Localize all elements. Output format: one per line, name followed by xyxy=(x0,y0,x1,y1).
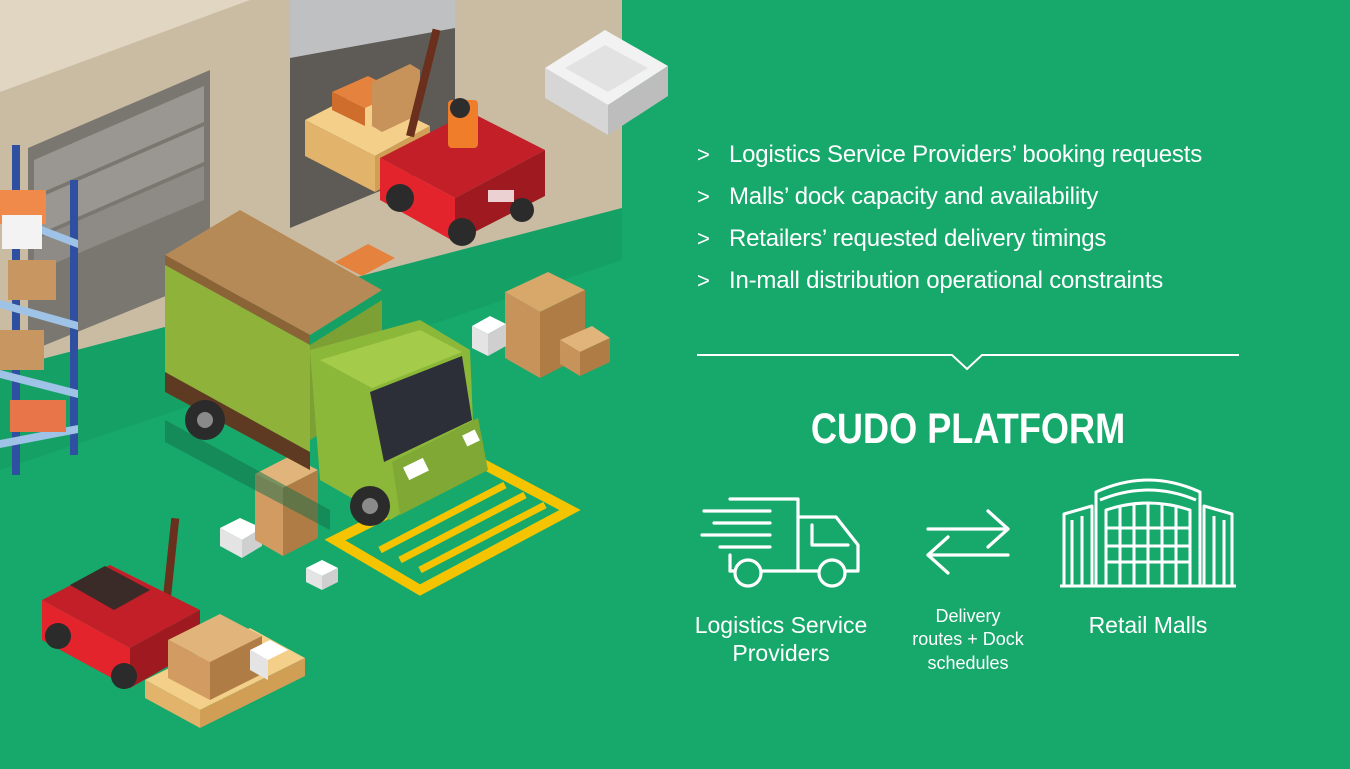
list-item-text: Retailers’ requested delivery timings xyxy=(729,225,1107,252)
label-logistics-service-providers: Logistics Service Providers xyxy=(694,612,868,666)
list-item-text: Logistics Service Providers’ booking req… xyxy=(729,141,1203,168)
forklift-bottom xyxy=(42,517,200,689)
list-item: > Retailers’ requested delivery timings xyxy=(697,222,1257,264)
delivery-truck-icon xyxy=(700,497,860,588)
forklift-top xyxy=(380,28,545,246)
label-delivery-routes: Delivery routes + Dock schedules xyxy=(912,606,1024,673)
list-item: > In-mall distribution operational const… xyxy=(697,264,1257,306)
foam-box xyxy=(545,30,668,135)
list-item: > Malls’ dock capacity and availability xyxy=(697,180,1257,222)
chevron-right-icon: > xyxy=(697,226,710,251)
building-roof xyxy=(0,0,250,92)
list-item-text: Malls’ dock capacity and availability xyxy=(729,183,1099,210)
chevron-right-icon: > xyxy=(697,268,710,293)
scattered-boxes xyxy=(220,244,610,590)
exchange-arrows-icon xyxy=(926,509,1010,575)
shopping-mall-icon xyxy=(1060,478,1236,588)
storage-rack xyxy=(0,145,78,475)
delivery-truck-illustration xyxy=(165,210,488,530)
divider-chevron xyxy=(697,354,1239,371)
list-item-text: In-mall distribution operational constra… xyxy=(729,267,1164,294)
chevron-right-icon: > xyxy=(697,142,710,167)
pallet-boxes-bottom xyxy=(145,614,305,728)
label-retail-malls: Retail Malls xyxy=(1088,612,1208,638)
platform-title: CUDO PLATFORM xyxy=(810,405,1126,453)
inputs-list: > Logistics Service Providers’ booking r… xyxy=(697,138,1257,306)
chevron-right-icon: > xyxy=(697,184,710,209)
list-item: > Logistics Service Providers’ booking r… xyxy=(697,138,1257,180)
